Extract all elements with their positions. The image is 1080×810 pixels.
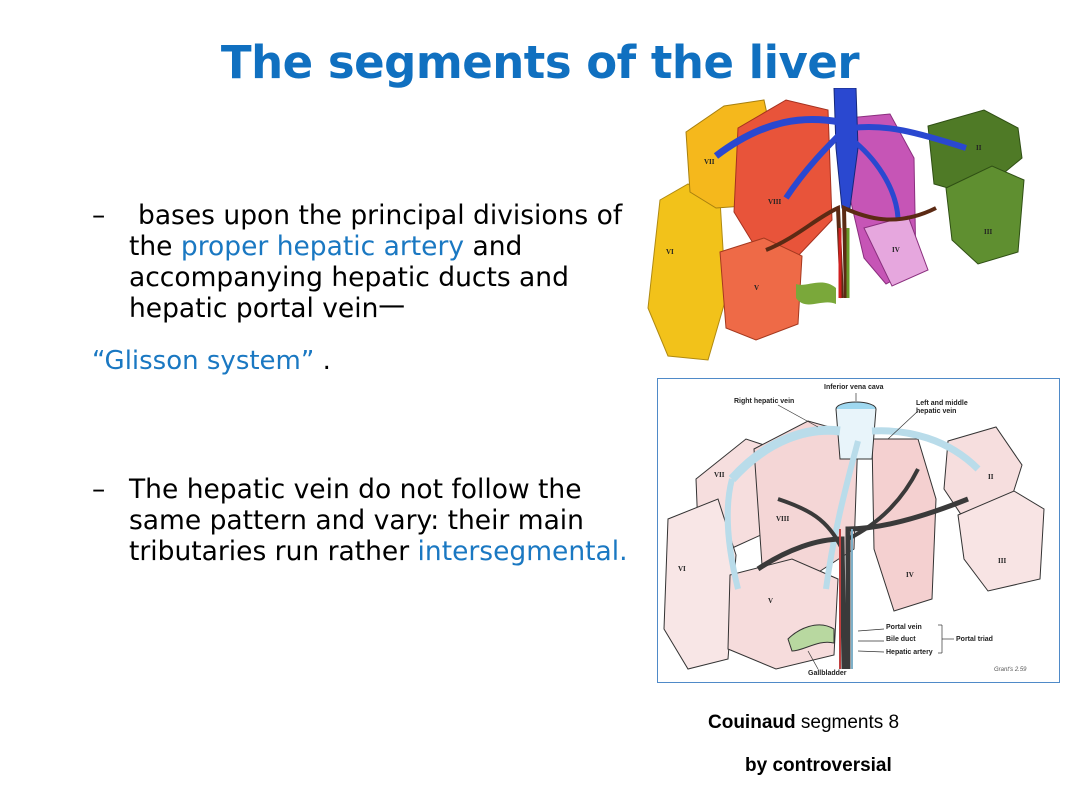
- fig1-label-vi: VI: [666, 248, 674, 256]
- fig1-label-v: V: [754, 284, 759, 292]
- segment-vi-shape: [647, 183, 727, 361]
- bullet-text: bases upon the principal divisions of th…: [129, 200, 652, 324]
- label-inferior-vena-cava: Inferior vena cava: [824, 384, 884, 391]
- label-left-middle-hepatic-vein-1: Left and middle: [916, 400, 968, 407]
- line-illustration-svg: Inferior vena cava Right hepatic vein Le…: [663, 384, 1045, 677]
- glisson-suffix: .: [314, 346, 331, 376]
- slide-title: The segments of the liver: [220, 36, 860, 89]
- bullet-marker: –: [92, 200, 106, 231]
- bullet-hepatic-vein: – The hepatic vein do not follow the sam…: [92, 474, 652, 567]
- highlight-proper-hepatic-artery: proper hepatic artery: [180, 231, 465, 262]
- segment-v-shape: [719, 237, 803, 341]
- glisson-system-line: “Glisson system” .: [92, 346, 331, 376]
- fig1-label-ii: II: [976, 144, 982, 152]
- fig1-label-iii: III: [984, 228, 992, 236]
- fig2-label-ii: II: [988, 473, 994, 481]
- bullet-text: The hepatic vein do not follow the same …: [129, 474, 652, 567]
- caption-rest: segments 8: [795, 712, 900, 733]
- label-hepatic-artery: Hepatic artery: [886, 649, 933, 656]
- label-left-middle-hepatic-vein-2: hepatic vein: [916, 408, 956, 415]
- bullet-marker: –: [92, 474, 106, 505]
- bullet-text-part: bases upon the principal divisions of th…: [129, 200, 623, 262]
- fig1-label-vii: VII: [704, 158, 715, 166]
- inferior-vena-cava: [833, 88, 859, 209]
- caption-couinaud: Couinaud segments 8: [708, 712, 899, 734]
- bullet-text-part: and accompanying hepatic ducts and hepat…: [129, 231, 569, 324]
- fig2-label-vi: VI: [678, 565, 686, 573]
- label-right-hepatic-vein: Right hepatic vein: [734, 398, 794, 405]
- glisson-system-text: “Glisson system”: [92, 346, 315, 376]
- segment-iii-shape: [945, 165, 1025, 265]
- segment-viii-shape: [733, 99, 833, 259]
- label-bile-duct: Bile duct: [886, 636, 916, 643]
- fig2-label-vii: VII: [714, 471, 725, 479]
- fig1-label-iv: IV: [892, 246, 900, 254]
- liver-segments-line-illustration: Inferior vena cava Right hepatic vein Le…: [657, 378, 1060, 683]
- label-portal-triad: Portal triad: [956, 636, 993, 643]
- liver-segments-color-illustration: VII VIII VI V IV II III: [647, 88, 1025, 361]
- bullet-text-part: The hepatic vein do not follow the same …: [129, 474, 584, 567]
- fig2-label-v: V: [768, 597, 773, 605]
- caption-bold: Couinaud: [708, 712, 796, 733]
- fig2-label-viii: VIII: [776, 515, 790, 523]
- bullet-principal-divisions: – bases upon the principal divisions of …: [92, 200, 652, 324]
- highlight-intersegmental: intersegmental.: [417, 536, 628, 567]
- caption-controversial: by controversial: [745, 755, 892, 776]
- fig2-label-iii: III: [998, 557, 1006, 565]
- fig2-label-iv: IV: [906, 571, 914, 579]
- label-gallbladder: Gallbladder: [808, 670, 847, 677]
- label-credit: Grant's 2.59: [994, 667, 1027, 673]
- label-portal-vein: Portal vein: [886, 624, 922, 631]
- fig1-label-viii: VIII: [768, 198, 782, 206]
